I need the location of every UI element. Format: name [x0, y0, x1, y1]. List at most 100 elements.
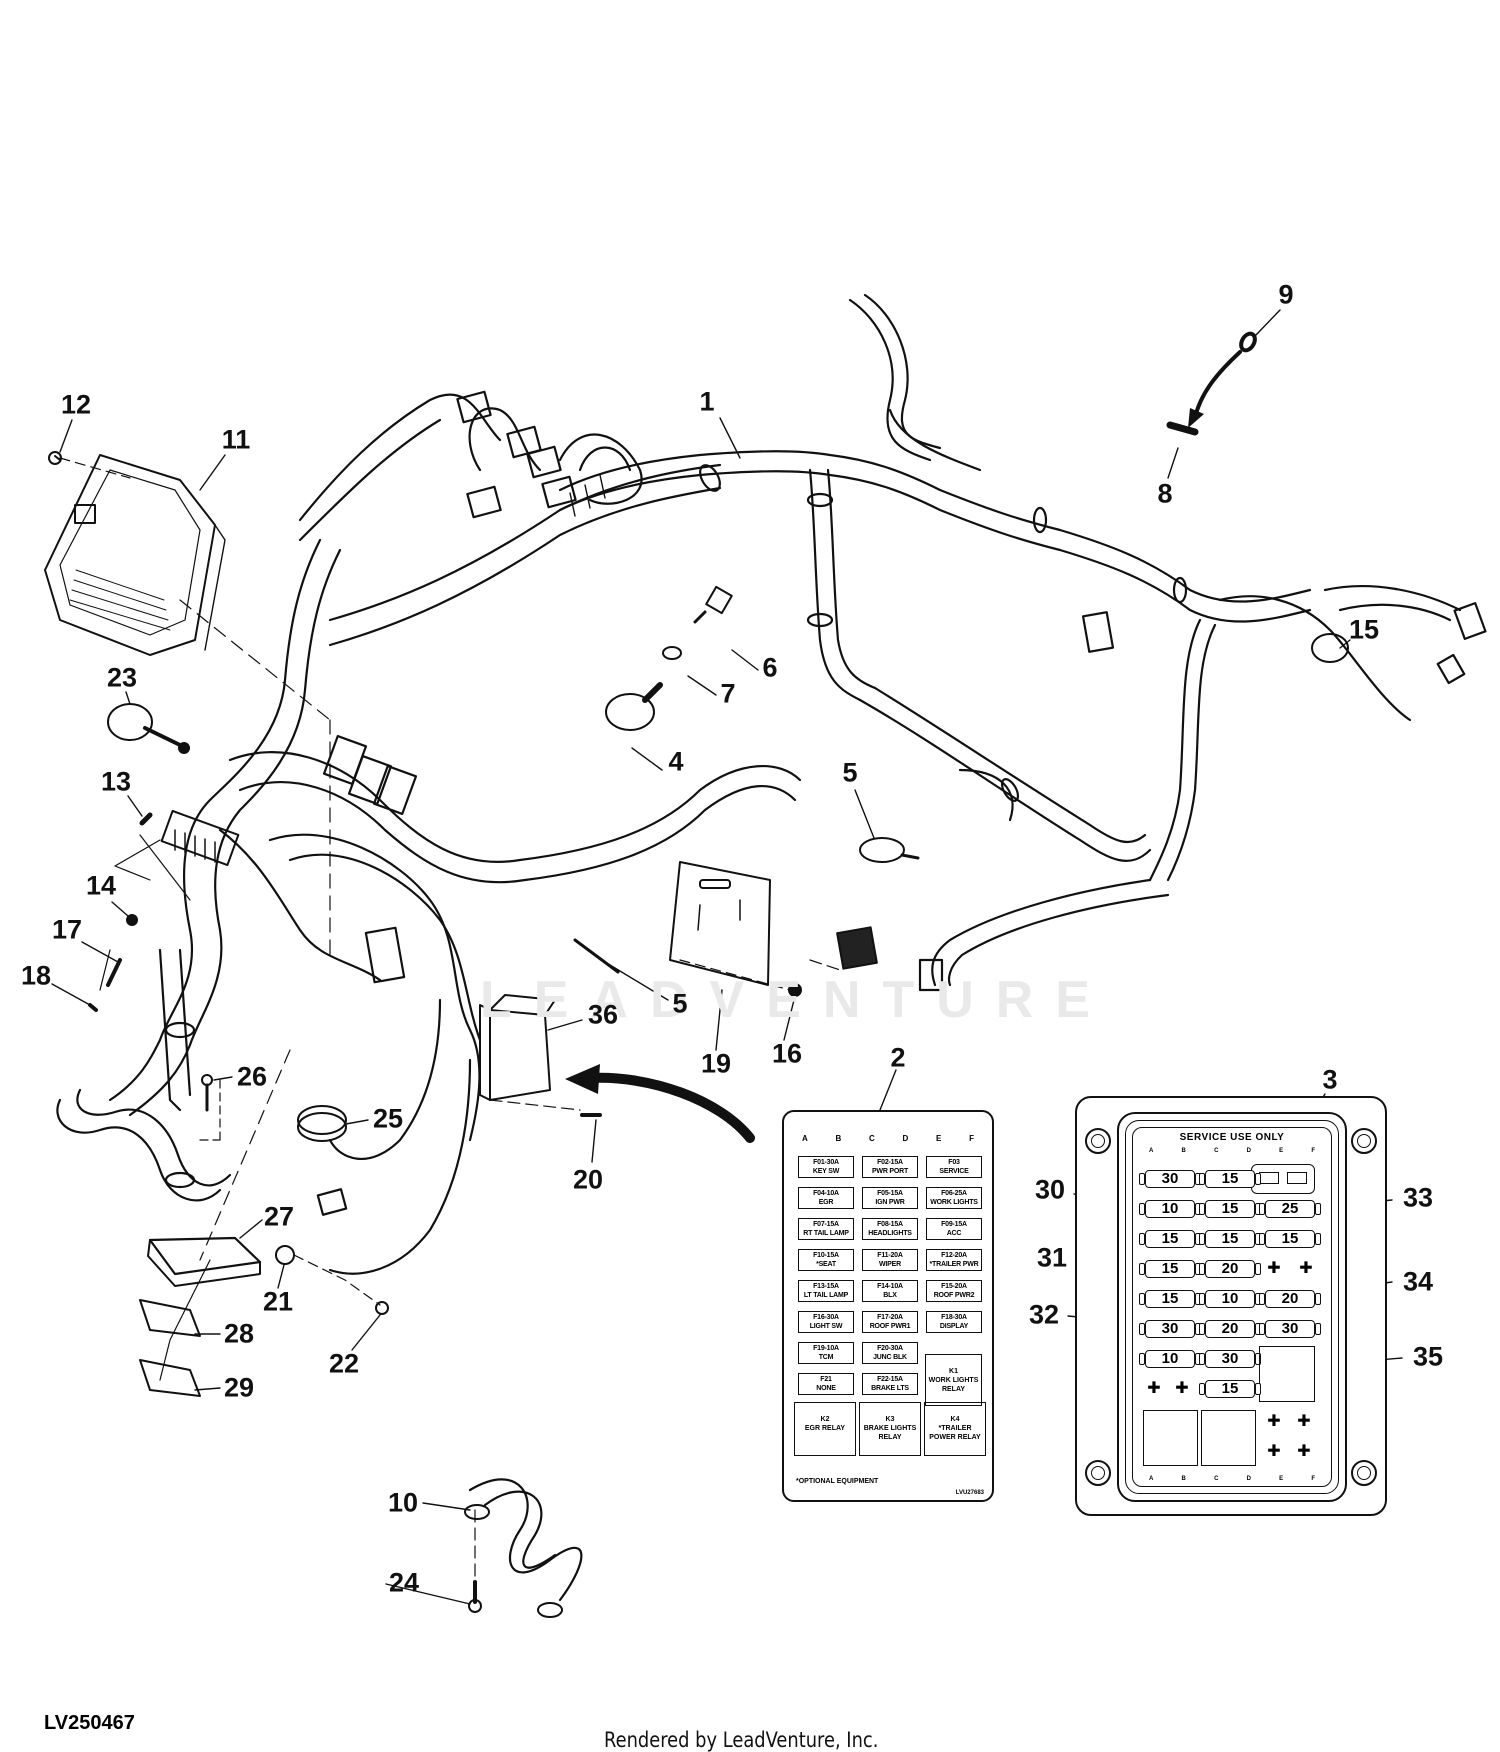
fuse[interactable]: 15	[1199, 1170, 1261, 1188]
empty-fuse-slot-icon: ✚	[1267, 1413, 1281, 1430]
column-label: D	[902, 1134, 909, 1143]
bumper-part	[107, 703, 153, 741]
callout-30-fuse[interactable]: 30	[1034, 1174, 1066, 1205]
callout-4-ignition-switch[interactable]: 4	[668, 746, 684, 777]
callout-7-nut[interactable]: 7	[720, 678, 736, 709]
callout-22-nut[interactable]: 22	[328, 1348, 360, 1379]
callout-19-controller[interactable]: 19	[700, 1048, 732, 1079]
fuse[interactable]: 30	[1139, 1170, 1201, 1188]
fuse[interactable]: 15	[1199, 1230, 1261, 1248]
fuse[interactable]: 15	[1199, 1380, 1261, 1398]
callout-6-key[interactable]: 6	[762, 652, 778, 683]
fuse[interactable]: 30	[1139, 1320, 1201, 1338]
mounting-hole-icon	[1085, 1460, 1111, 1486]
assembly-arrow	[585, 1072, 755, 1143]
fuse[interactable]: 15	[1199, 1200, 1261, 1218]
callout-5-cable-tie[interactable]: 5	[842, 757, 858, 788]
relay-socket[interactable]	[1143, 1410, 1198, 1466]
callout-18-pin[interactable]: 18	[20, 960, 52, 991]
callout-26-screw[interactable]: 26	[236, 1061, 268, 1092]
fuse[interactable]: 20	[1199, 1260, 1261, 1278]
callout-20-screw[interactable]: 20	[572, 1164, 604, 1195]
relay-socket[interactable]	[1201, 1410, 1256, 1466]
callout-29-relay-puller[interactable]: 29	[223, 1372, 255, 1403]
seal-arrow-head	[1188, 408, 1204, 428]
fuse[interactable]: 30	[1259, 1320, 1321, 1338]
fuse[interactable]: 15	[1139, 1260, 1201, 1278]
service-slot-cell	[1287, 1172, 1307, 1184]
fuse[interactable]: 20	[1259, 1290, 1321, 1308]
empty-fuse-slot-icon: ✚	[1175, 1380, 1189, 1397]
callout-32-fuse[interactable]: 32	[1028, 1299, 1060, 1330]
callout-36-relay-box[interactable]: 36	[587, 999, 619, 1030]
callout-25-plug[interactable]: 25	[372, 1103, 404, 1134]
callout-17-screw[interactable]: 17	[51, 914, 83, 945]
callout-27-fuse-cover[interactable]: 27	[263, 1201, 295, 1232]
empty-fuse-slot-icon: ✚	[1299, 1260, 1313, 1277]
mounting-hole-icon	[1351, 1128, 1377, 1154]
callout-14-nut[interactable]: 14	[85, 870, 117, 901]
callout-24-bolt[interactable]: 24	[388, 1567, 420, 1598]
callout-16-nut[interactable]: 16	[771, 1038, 803, 1069]
column-label: F	[969, 1134, 974, 1143]
fuse[interactable]: 15	[1139, 1230, 1201, 1248]
fuse[interactable]: 15	[1259, 1230, 1321, 1248]
callout-9-seal[interactable]: 9	[1278, 279, 1294, 310]
callout-34-fuse[interactable]: 34	[1402, 1266, 1434, 1297]
fuse[interactable]: 10	[1199, 1290, 1261, 1308]
callout-12-bolt[interactable]: 12	[60, 389, 92, 420]
fuse[interactable]: 10	[1139, 1200, 1201, 1218]
fuse[interactable]: 20	[1199, 1320, 1261, 1338]
relay-socket[interactable]	[1259, 1346, 1315, 1402]
callout-3-fuse-box[interactable]: 3	[1322, 1064, 1338, 1095]
fuse[interactable]: 10	[1139, 1350, 1201, 1368]
callout-33-fuse[interactable]: 33	[1402, 1182, 1434, 1213]
callout-2-fuse-card[interactable]: 2	[890, 1042, 906, 1073]
callout-31-fuse[interactable]: 31	[1036, 1242, 1068, 1273]
callout-23-bumper[interactable]: 23	[106, 662, 138, 693]
callout-8-switch[interactable]: 8	[1157, 478, 1173, 509]
empty-fuse-slot-icon: ✚	[1267, 1443, 1281, 1460]
fuse[interactable]: 30	[1199, 1350, 1261, 1368]
seal-arrow	[1193, 350, 1242, 420]
callout-11-ecu[interactable]: 11	[221, 424, 251, 455]
fuse[interactable]: 15	[1139, 1290, 1201, 1308]
callout-10-ground-strap[interactable]: 10	[387, 1487, 419, 1518]
callout-21-knob[interactable]: 21	[262, 1286, 294, 1317]
callout-13-screw[interactable]: 13	[100, 766, 132, 797]
fuse-card-code: LVU27683	[955, 1490, 984, 1496]
callout-5-strap[interactable]: 5	[672, 988, 688, 1019]
callout-28-fuse-puller[interactable]: 28	[223, 1318, 255, 1349]
callout-15-socket[interactable]: 15	[1348, 614, 1380, 645]
column-label: B	[835, 1134, 842, 1143]
service-slot-cell	[1259, 1172, 1279, 1184]
fuse[interactable]: 25	[1259, 1200, 1321, 1218]
callout-1-wiring-harness[interactable]: 1	[699, 386, 715, 417]
empty-fuse-slot-icon: ✚	[1147, 1380, 1161, 1397]
column-label: E	[936, 1134, 942, 1143]
assembly-arrow-head	[565, 1064, 600, 1094]
main-wiring-harness	[56, 293, 1487, 1275]
callout-35-relay[interactable]: 35	[1412, 1341, 1444, 1372]
